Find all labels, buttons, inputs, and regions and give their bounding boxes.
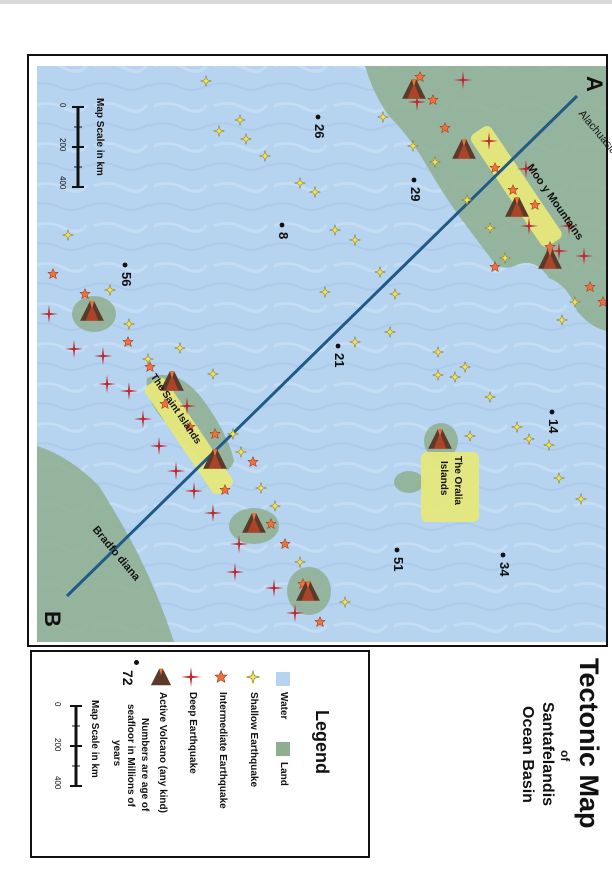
legend-intermediate-label: Intermediate Earthquake [217, 692, 228, 809]
legend-deep-label: Deep Earthquake [187, 692, 198, 774]
map-scale-bar [72, 106, 84, 188]
seafloor-age-label-34: 34 [497, 562, 512, 577]
legend-age-line3: years [111, 740, 122, 767]
point-a-label: A [582, 76, 607, 92]
legend-heading: Legend [312, 710, 332, 775]
map-title-subtitle: Ocean Basin [519, 706, 536, 803]
seafloor-age-label-56: 56 [119, 272, 134, 287]
map-scale-tick-400: 400 [58, 176, 67, 190]
map-title-of: of [558, 750, 572, 762]
legend-age-line1: Numbers are age of [139, 718, 150, 812]
seafloor-age-label-51: 51 [391, 557, 406, 572]
legend-age-dot [134, 660, 139, 665]
legend-scale-tick-400: 400 [53, 776, 62, 790]
moo-mountains-highlight [470, 126, 562, 247]
seafloor-age-label-29: 29 [408, 187, 423, 202]
legend-deep-icon [180, 666, 202, 688]
oralia-islands-label-1: The Oralia [452, 456, 463, 505]
map-scale-tick-0: 0 [58, 103, 67, 108]
tectonic-map [37, 66, 606, 642]
legend-scale-tick-0: 0 [53, 702, 62, 707]
legend-volcano-icon [150, 668, 172, 686]
legend-volcano-label: Active Volcano (any kind) [157, 692, 168, 813]
oralia-islands-highlight [421, 452, 479, 522]
seafloor-age-label-14: 14 [546, 419, 561, 434]
seafloor-age-dots [122, 114, 555, 558]
oralia-islands-label-2: Islands [438, 461, 449, 496]
window-top-border [0, 0, 612, 4]
point-b-label: B [40, 611, 65, 627]
legend-water-swatch [276, 672, 290, 686]
legend-intermediate-icon [214, 670, 228, 683]
legend-shallow-label: Shallow Earthquake [248, 692, 259, 788]
legend-land-label: Land [278, 762, 289, 786]
map-scale-tick-200: 200 [58, 138, 67, 152]
map-title-block: Tectonic Map of Santafelandis Ocean Basi… [372, 650, 608, 860]
legend-shallow-icon [246, 670, 260, 684]
seafloor-age-label-8: 8 [276, 232, 291, 240]
profile-line-a-b [65, 94, 579, 598]
legend-land-swatch [276, 742, 290, 756]
legend-scale-bar [70, 705, 82, 787]
legend-age-example: 72 [120, 670, 136, 686]
seafloor-age-label-26: 26 [312, 124, 327, 139]
legend-box: Legend Water Land Shallow Earthquake Int… [30, 650, 370, 858]
legend-water-label: Water [278, 692, 289, 720]
tectonic-map-frame: A B Alachuasia Moo y Mountains The Saint… [27, 54, 612, 647]
seafloor-age-label-21: 21 [332, 353, 347, 368]
legend-age-line2: seafloor in Millions of [125, 704, 136, 807]
map-title-place: Santafelandis [539, 702, 556, 807]
map-scale-title: Map Scale in km [94, 98, 105, 176]
map-title: Tectonic Map [574, 658, 604, 829]
oralia-island-2 [394, 471, 424, 493]
legend-scale-tick-200: 200 [53, 738, 62, 752]
legend-scale-title: Map Scale in km [89, 700, 100, 778]
